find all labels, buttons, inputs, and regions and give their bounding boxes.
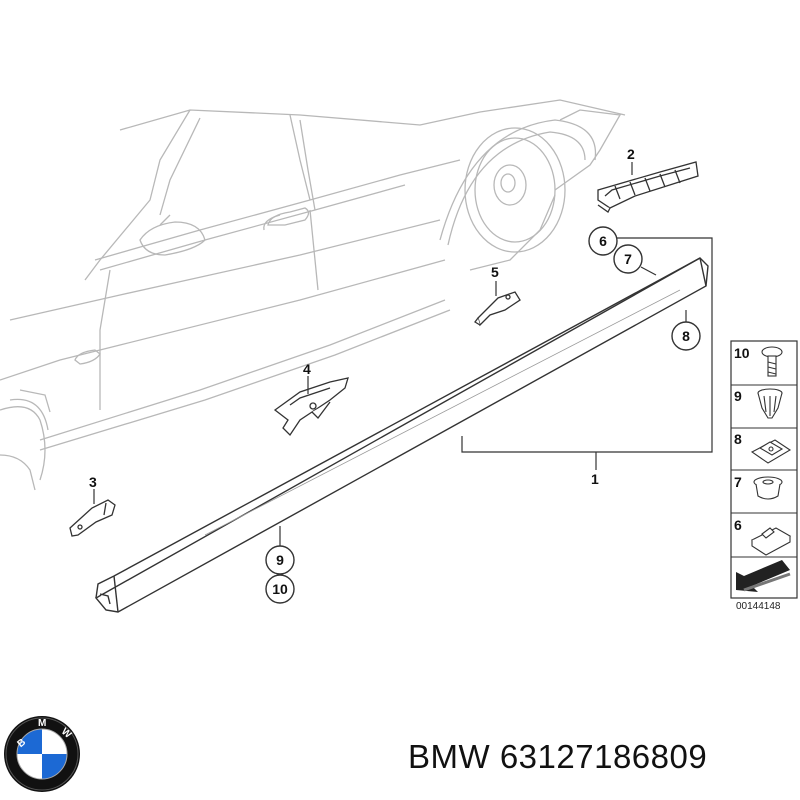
svg-text:7: 7 <box>624 251 632 267</box>
car-body-outline <box>0 99 626 491</box>
legend-item-7: 7 <box>734 474 742 490</box>
fastener-legend: 10 9 8 7 6 <box>730 340 798 599</box>
part-7-leader <box>640 266 657 276</box>
part-1-sill-cover <box>94 257 709 613</box>
callout-9: 9 <box>265 545 295 575</box>
svg-text:9: 9 <box>276 552 284 568</box>
legend-item-8: 8 <box>734 431 742 447</box>
part-1-leader <box>461 237 713 470</box>
part-2-bracket <box>597 161 699 213</box>
callout-10: 10 <box>265 574 295 604</box>
part-5-label: 5 <box>491 264 499 280</box>
callout-7: 7 <box>613 244 643 274</box>
svg-text:10: 10 <box>272 581 288 597</box>
bmw-logo: B M W <box>4 716 80 792</box>
part-3-label: 3 <box>89 474 97 490</box>
part-3-bracket <box>69 499 116 537</box>
callout-6: 6 <box>588 226 618 256</box>
part-caption: BMW 63127186809 <box>408 738 707 776</box>
part-4-label: 4 <box>303 361 311 377</box>
part-1-label: 1 <box>591 471 599 487</box>
part-5-bracket <box>474 291 521 327</box>
svg-text:6: 6 <box>599 233 607 249</box>
legend-item-6: 6 <box>734 517 742 533</box>
clip-icon <box>757 388 783 419</box>
drawing-number: 00144148 <box>736 601 781 612</box>
screw-icon <box>761 346 783 377</box>
direction-arrow-icon <box>736 560 791 592</box>
part-2-label: 2 <box>627 146 635 162</box>
nut-clip-icon <box>750 439 792 464</box>
callout-8: 8 <box>671 321 701 351</box>
grommet-icon <box>753 476 783 500</box>
part-number: 63127186809 <box>499 738 708 775</box>
svg-text:M: M <box>38 718 46 729</box>
part-4-bracket <box>273 377 349 437</box>
legend-item-10: 10 <box>734 345 750 361</box>
clamp-icon <box>750 527 792 556</box>
brand-name: BMW <box>408 738 491 775</box>
svg-text:8: 8 <box>682 328 690 344</box>
legend-item-9: 9 <box>734 388 742 404</box>
